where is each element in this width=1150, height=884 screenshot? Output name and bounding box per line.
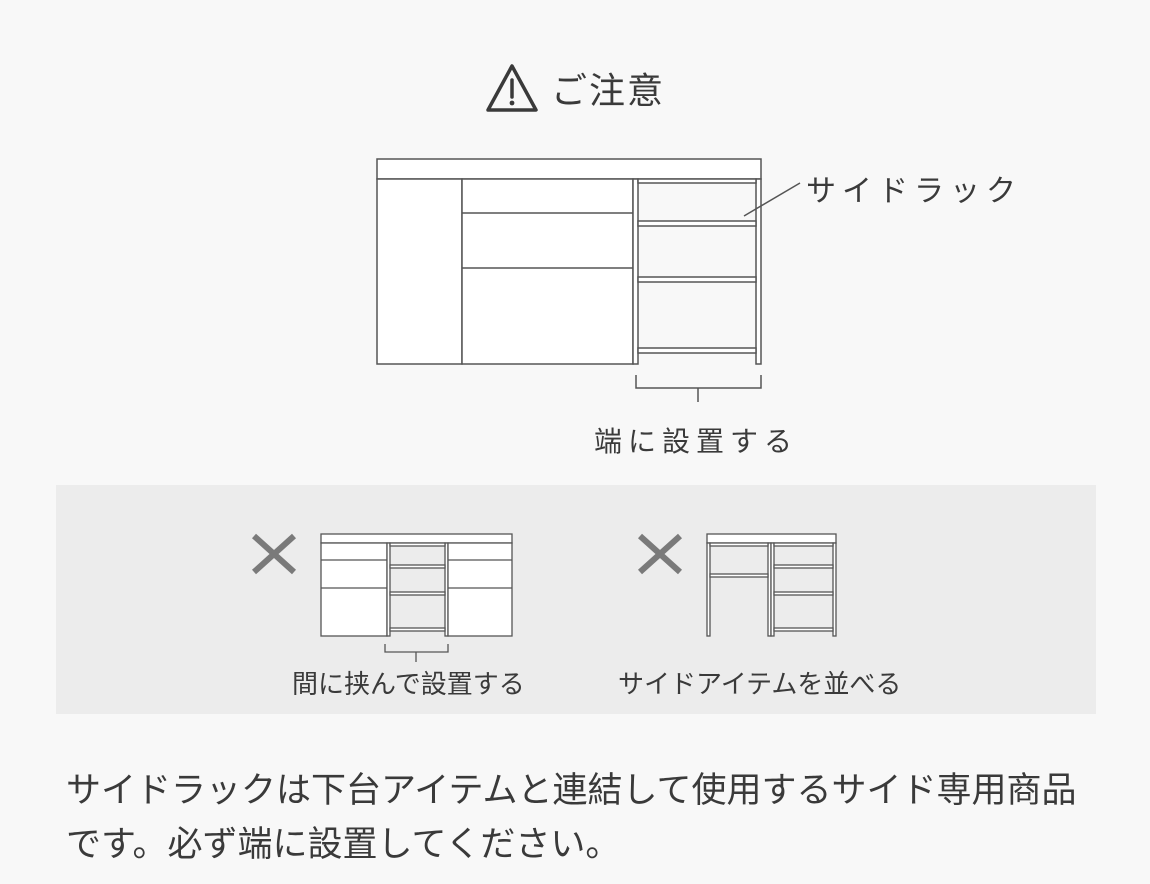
- left-cabinet: [376, 178, 463, 365]
- wrong-examples-panel: [56, 485, 1096, 714]
- desk-with-side-rack-diagram: [376, 158, 801, 402]
- side-items-side-by-side-diagram: [706, 533, 837, 637]
- warning-icon: [486, 64, 538, 112]
- desk-top-board: [376, 158, 762, 180]
- rack-bracket: [635, 375, 762, 402]
- caution-note: サイドラックは下台アイテムと連結して使用するサイド専用商品です。必ず端に設置して…: [66, 771, 1077, 865]
- side-rack-label: サイドラック: [806, 174, 1022, 209]
- cross-icon: [251, 533, 297, 575]
- rack-leader-line: [743, 182, 801, 217]
- page-title: ご注意: [550, 71, 665, 112]
- side-rack: [632, 178, 762, 365]
- between-placement-label: 間に挟んで設置する: [292, 670, 525, 700]
- placement-label: 端に設置する: [594, 425, 799, 458]
- drawer-unit: [461, 178, 634, 365]
- side-by-side-label: サイドアイテムを並べる: [618, 670, 902, 700]
- between-placement-diagram: [320, 533, 513, 662]
- notice-heading: ご注意: [0, 58, 1150, 118]
- cross-icon: [637, 533, 683, 575]
